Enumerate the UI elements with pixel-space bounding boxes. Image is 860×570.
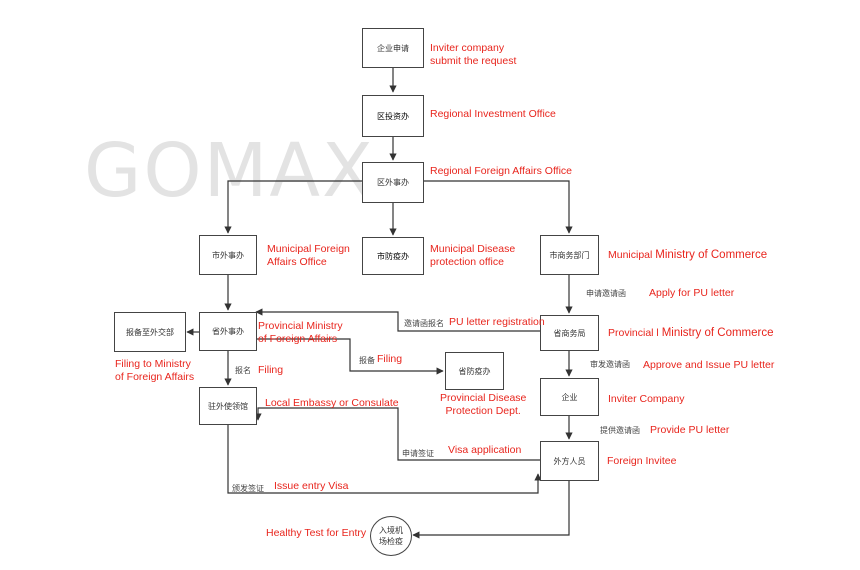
annotation-healthy-test: Healthy Test for Entry	[266, 527, 367, 539]
annotation-regional-investment: Regional Investment Office	[430, 108, 556, 120]
annotation-provincial-mofa: Provincial Ministry of Foreign Affairs	[258, 320, 343, 345]
node-city-commerce: 市商务部门	[540, 235, 599, 275]
annotation-provide-pu: Provide PU letter	[650, 424, 730, 436]
node-province-foreign-affairs: 省外事办	[199, 312, 257, 351]
annotation-municipal-disease: Municipal Disease protection office	[430, 243, 516, 268]
edge-label-apply-invitation: 申请邀请函	[586, 289, 626, 298]
annotation-filing-mofa: Filing to Ministry of Foreign Affairs	[115, 358, 195, 383]
annotation-visa-application: Visa application	[448, 444, 522, 456]
edge-embassy-to-foreign	[227, 425, 542, 494]
annotation-approve-pu: Approve and Issue PU letter	[643, 359, 775, 371]
edge-district-to-city-fa	[224, 180, 362, 234]
annotation-apply-pu: Apply for PU letter	[649, 287, 735, 299]
annotation-provincial-disease: Provincial Disease Protection Dept.	[440, 392, 527, 417]
node-embassy: 驻外使领馆	[199, 387, 257, 425]
node-province-commerce: 省商务局	[540, 315, 599, 351]
node-district-investment: 区投资办	[362, 95, 424, 137]
annotation-municipal-foreign-affairs: Municipal Foreign Affairs Office	[267, 243, 350, 268]
node-foreign-personnel: 外方人员	[540, 441, 599, 481]
annotation-issue-entry-visa: Issue entry Visa	[274, 480, 349, 492]
node-city-disease-control: 市防疫办	[362, 237, 424, 275]
node-district-foreign-affairs: 区外事办	[362, 162, 424, 203]
annotation-filing-disease: Filing	[377, 353, 403, 365]
edge-label-invite-registration: 邀请函报名	[404, 319, 444, 328]
edge-province-fa-to-disease	[257, 338, 444, 375]
edge-label-issue-visa: 颁发签证	[232, 484, 264, 493]
edge-foreign-to-airport	[412, 481, 570, 539]
edge-label-filing-disease: 报备	[359, 356, 375, 365]
annotation-regional-foreign-affairs: Regional Foreign Affairs Office	[430, 165, 573, 177]
edge-label-provide-invitation: 提供邀请函	[600, 426, 640, 435]
edge-foreign-to-embassy	[254, 407, 540, 461]
annotation-municipal-commerce: Municipal Ministry of Commerce	[608, 249, 768, 261]
annotation-local-embassy: Local Embassy or Consulate	[265, 397, 399, 409]
node-enterprise: 企业	[540, 378, 599, 416]
annotation-foreign-invitee: Foreign Invitee	[607, 455, 677, 467]
edge-province-commerce-to-province-fa	[255, 308, 540, 332]
edge-label-filing-embassy: 报名	[235, 366, 251, 375]
annotation-provincial-commerce: Provincial l Ministry of Commerce	[608, 327, 774, 339]
edge-label-approve-invitation: 审发邀请函	[590, 360, 630, 369]
annotation-pu-registration: PU letter registration	[449, 316, 545, 328]
annotation-filing-embassy: Filing	[258, 364, 284, 376]
edge-label-visa-apply: 申请签证	[402, 449, 434, 458]
node-province-disease-control: 省防疫办	[445, 352, 504, 390]
node-city-foreign-affairs: 市外事办	[199, 235, 257, 275]
edge-district-to-city-commerce	[424, 180, 573, 234]
annotation-inviter-submit: Inviter company submit the request	[430, 42, 517, 67]
node-airport-test: 入境机场检疫	[370, 516, 412, 556]
node-report-mofa: 报备至外交部	[114, 312, 186, 352]
annotation-inviter-company: Inviter Company	[608, 393, 685, 405]
node-company-apply: 企业申请	[362, 28, 424, 68]
